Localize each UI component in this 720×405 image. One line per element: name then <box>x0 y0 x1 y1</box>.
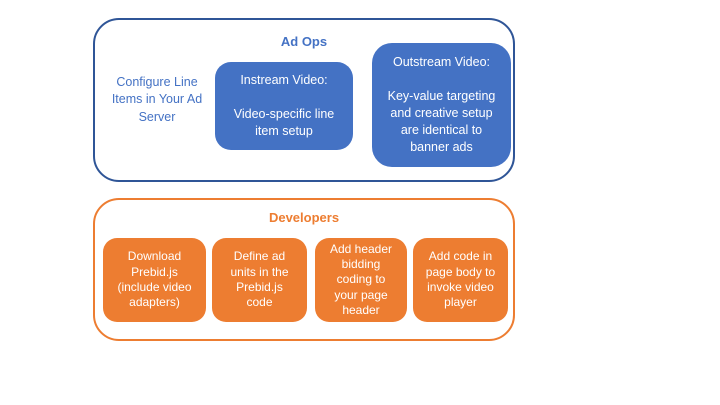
define-ad-units-box: Define ad units in the Prebid.js code <box>212 238 307 322</box>
developers-group: Developers Download Prebid.js (include v… <box>93 198 515 341</box>
ad-ops-title: Ad Ops <box>280 34 328 49</box>
add-header-bidding-box: Add header bidding coding to your page h… <box>315 238 407 322</box>
instream-video-box: Instream Video: Video-specific line item… <box>215 62 353 150</box>
developers-title: Developers <box>268 210 340 225</box>
invoke-video-player-box: Add code in page body to invoke video pl… <box>413 238 508 322</box>
configure-line-items-note: Configure Line Items in Your Ad Server <box>111 75 203 124</box>
download-prebid-box: Download Prebid.js (include video adapte… <box>103 238 206 322</box>
outstream-video-box: Outstream Video: Key-value targeting and… <box>372 43 511 167</box>
ad-ops-group: Ad Ops Configure Line Items in Your Ad S… <box>93 18 515 182</box>
